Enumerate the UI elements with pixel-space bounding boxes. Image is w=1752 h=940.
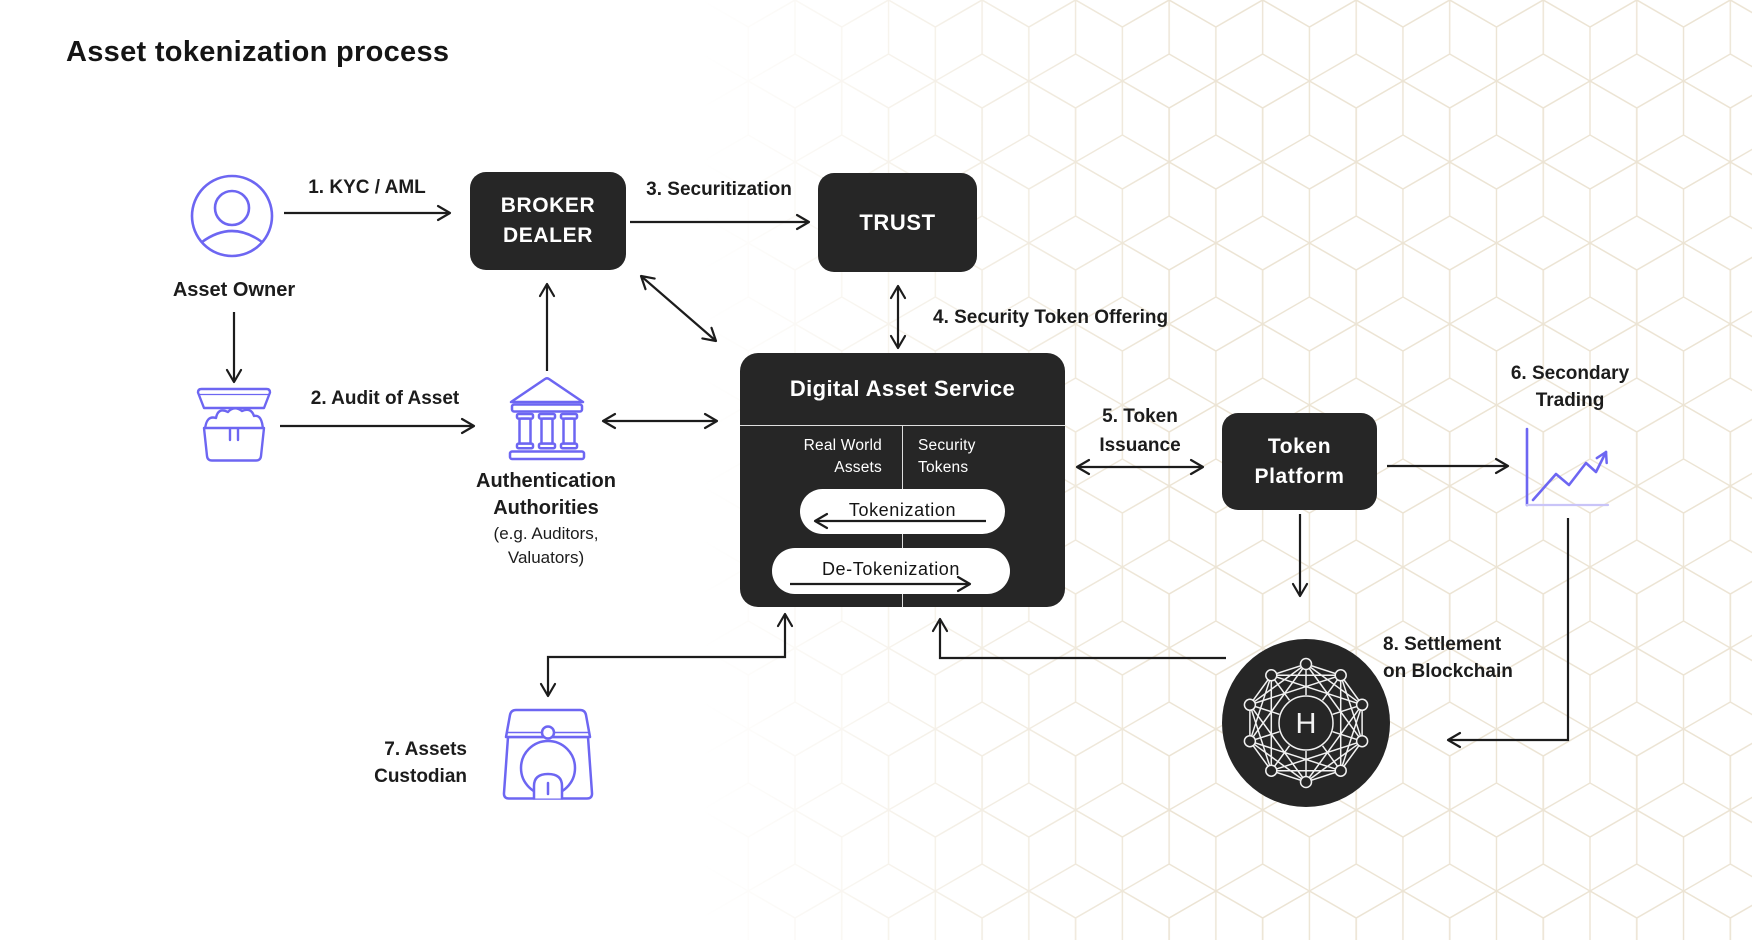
step1-kyc-aml-label: 1. KYC / AML [308, 174, 426, 201]
broker-dealer-line1: BROKER [500, 194, 596, 217]
digital-asset-service-box: Digital Asset Service Real World Assets … [740, 353, 1065, 607]
step3-text: 3. Securitization [646, 179, 792, 200]
person-icon [190, 174, 274, 258]
step5-line2: Issuance [1099, 435, 1181, 456]
page-title: Asset tokenization process [66, 36, 450, 68]
secondary-trading-line1: 6. Secondary [1510, 363, 1630, 384]
step1-text: 1. KYC / AML [308, 177, 426, 198]
digital-asset-service-title: Digital Asset Service [740, 353, 1065, 426]
security-tokens-column: Security Tokens [918, 435, 976, 478]
token-platform-box: Token Platform [1222, 413, 1377, 510]
authentication-authorities-sub1: (e.g. Auditors, [493, 524, 599, 543]
growth-chart-icon [1525, 427, 1610, 507]
token-platform-line2: Platform [1254, 464, 1345, 488]
secondary-trading-label: 6. Secondary Trading [1511, 360, 1629, 414]
tokenization-pill: Tokenization [800, 489, 1005, 534]
trust-box: TRUST [818, 173, 977, 272]
authentication-authorities-label: Authentication Authorities (e.g. Auditor… [476, 468, 616, 570]
real-world-assets-line1: Real World [803, 437, 882, 454]
step4-sto-label: 4. Security Token Offering [933, 304, 1168, 331]
assets-custodian-label: 7. Assets Custodian [374, 736, 467, 790]
token-platform-line1: Token [1267, 434, 1332, 458]
broker-dealer-box: BROKER DEALER [470, 172, 626, 270]
security-tokens-line1: Security [918, 437, 976, 454]
authentication-authorities-line2: Authorities [493, 497, 599, 519]
arrow-blockchain-to-das [931, 617, 1226, 660]
open-treasure-chest-icon [196, 387, 272, 462]
arrow-broker-das-bidirectional [639, 274, 718, 343]
step3-securitization-label: 3. Securitization [646, 176, 792, 203]
hashgraph-network-icon: H [1222, 639, 1390, 807]
arrow-trading-to-blockchain [1446, 518, 1570, 749]
settlement-label: 8. Settlement on Blockchain [1383, 631, 1513, 685]
assets-custodian-line1: 7. Assets [384, 739, 467, 760]
arrow-das-custodian-bidirectional [539, 612, 794, 698]
de-tokenization-label: De-Tokenization [821, 559, 961, 579]
hedera-h-glyph: H [1296, 708, 1317, 740]
step4-text: 4. Security Token Offering [933, 307, 1169, 328]
broker-dealer-line2: DEALER [503, 224, 593, 247]
step2-audit-label: 2. Audit of Asset [311, 385, 460, 412]
authentication-authorities-line1: Authentication [476, 470, 616, 492]
step5-token-issuance-label: 5. Token Issuance [1099, 402, 1180, 460]
locked-chest-icon [502, 708, 594, 800]
step5-line1: 5. Token [1102, 406, 1178, 427]
tokenization-label: Tokenization [848, 500, 957, 520]
de-tokenization-pill: De-Tokenization [772, 548, 1010, 594]
digital-asset-service-body: Real World Assets Security Tokens Tokeni… [740, 426, 1065, 607]
authentication-authorities-sub2: Valuators) [507, 548, 585, 567]
step2-text: 2. Audit of Asset [310, 388, 460, 409]
settlement-line2: on Blockchain [1383, 661, 1513, 682]
settlement-line1: 8. Settlement [1383, 634, 1502, 655]
trust-label: TRUST [859, 209, 936, 235]
real-world-assets-line2: Assets [834, 458, 882, 476]
asset-owner-label-text: Asset Owner [172, 279, 296, 301]
security-tokens-line2: Tokens [918, 458, 969, 476]
bank-icon [508, 377, 586, 461]
assets-custodian-line2: Custodian [374, 766, 467, 787]
real-world-assets-column: Real World Assets [804, 435, 882, 478]
secondary-trading-line2: Trading [1535, 390, 1605, 411]
asset-owner-label: Asset Owner [173, 277, 295, 304]
